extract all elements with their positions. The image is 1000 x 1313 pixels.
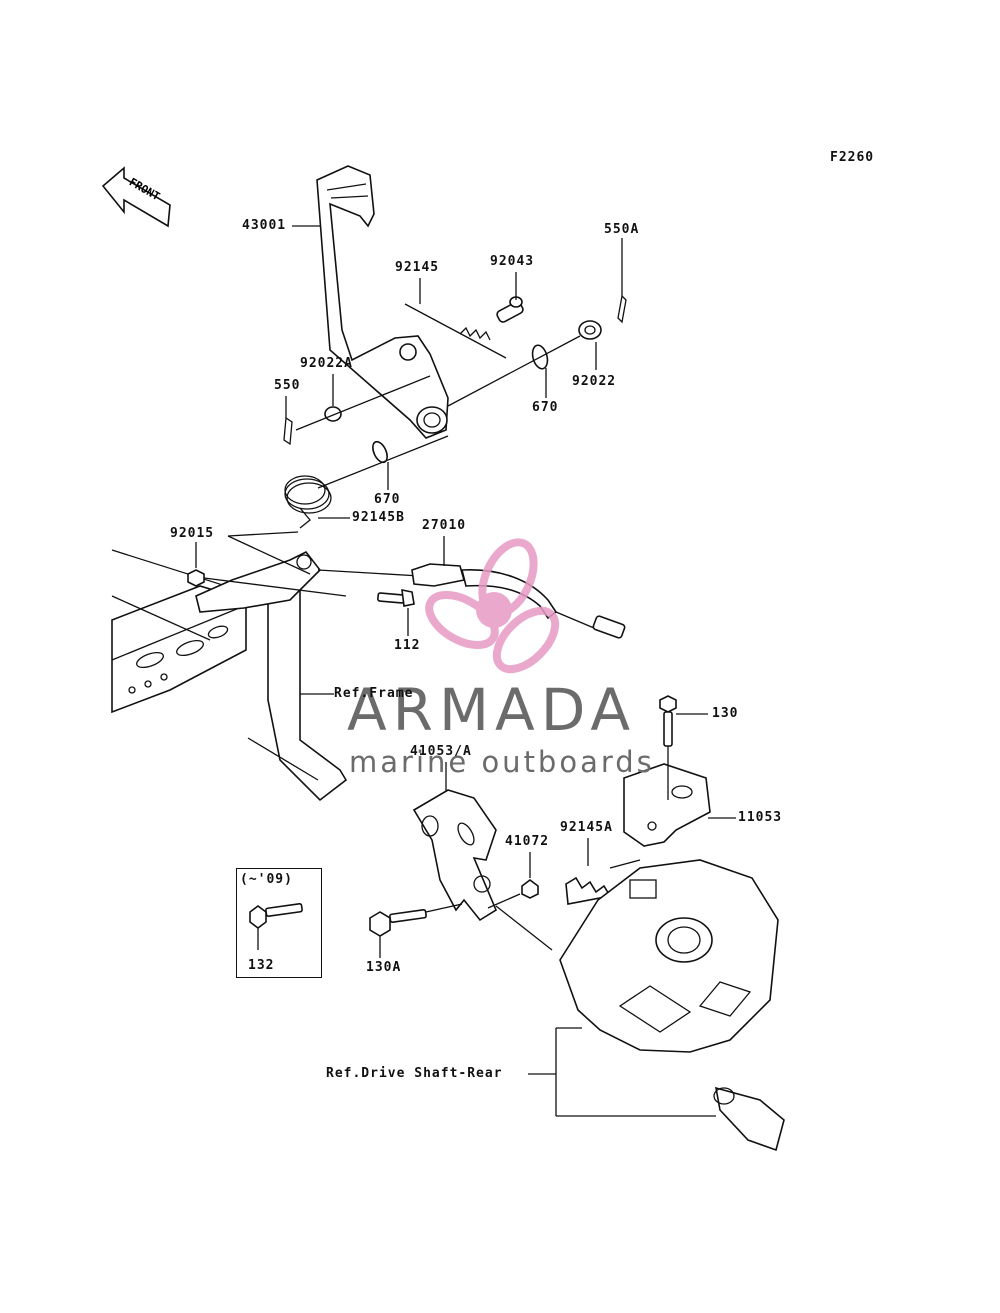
label-27010: 27010 [422,518,467,533]
housing-part [559,859,785,1152]
bracket-part [623,695,711,847]
brake-pedal-part [316,165,449,439]
label-112: 112 [394,638,421,653]
pedal-hardware [404,294,627,370]
bolt-132-part [249,902,303,950]
diagram-code: F2260 [830,150,875,165]
front-arrow-icon: FRONT [101,166,171,228]
label-670-top: 670 [532,400,559,415]
label-ref-drive-shaft: Ref.Drive Shaft-Rear [326,1066,503,1081]
label-43001: 43001 [242,218,287,233]
label-41072: 41072 [505,834,550,849]
watermark-subtitle: marine outboards [349,745,655,779]
label-92043: 92043 [490,254,535,269]
return-spring-part [284,475,332,529]
frame-part [111,549,348,802]
bolt-130a-part [369,903,463,937]
label-130a: 130A [366,960,402,975]
label-92145: 92145 [395,260,440,275]
label-version-note: (~'09) [240,872,293,887]
label-ref-frame: Ref.Frame [334,686,414,701]
pivot-hardware [187,569,415,607]
label-92022a: 92022A [300,356,353,371]
brake-lever-part [412,789,553,951]
label-92145b: 92145B [352,510,405,525]
label-132: 132 [248,958,275,973]
label-11053: 11053 [738,810,783,825]
label-550a: 550A [604,222,640,237]
label-41053a: 41053/A [410,744,472,759]
label-130: 130 [712,706,739,721]
label-92145a: 92145A [560,820,613,835]
label-670-bottom: 670 [374,492,401,507]
pedal-left-hardware [283,335,581,489]
label-92022: 92022 [572,374,617,389]
label-550: 550 [274,378,301,393]
watermark-name: ARMADA [347,676,637,744]
leader-lines [195,225,736,1117]
lever-spring-hardware [487,859,641,909]
watermark-logo-icon [425,538,560,674]
version-note-box [236,868,322,978]
label-92015: 92015 [170,526,215,541]
